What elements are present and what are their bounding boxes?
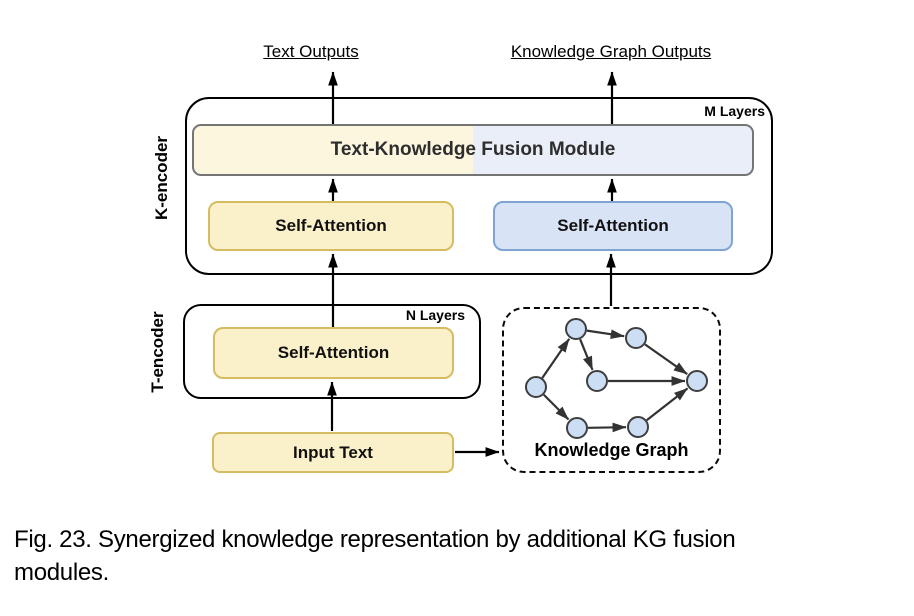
self-attention-kg-box: Self-Attention bbox=[493, 201, 733, 251]
text-outputs-label: Text Outputs bbox=[263, 42, 359, 61]
k-encoder-side-label: K-encoder bbox=[152, 135, 171, 221]
text-knowledge-fusion-module: Text-Knowledge Fusion Module bbox=[192, 124, 754, 176]
figure-caption-line2: modules. bbox=[14, 559, 109, 586]
t-encoder-self-attention-label: Self-Attention bbox=[277, 343, 390, 362]
n-layers-label: N Layers bbox=[405, 307, 465, 323]
figure-caption: Fig. 23. Synergized knowledge representa… bbox=[14, 523, 909, 589]
knowledge-graph-label: Knowledge Graph bbox=[534, 440, 689, 460]
self-attention-text-box: Self-Attention bbox=[208, 201, 454, 251]
input-text-label: Input Text bbox=[293, 442, 373, 462]
knowledge-graph-outputs-label: Knowledge Graph Outputs bbox=[510, 42, 712, 61]
input-text-box: Input Text bbox=[212, 432, 454, 473]
self-attention-text-label: Self-Attention bbox=[275, 216, 387, 235]
fusion-module-label: Text-Knowledge Fusion Module bbox=[330, 139, 616, 160]
self-attention-kg-label: Self-Attention bbox=[557, 216, 669, 235]
m-layers-label: M Layers bbox=[704, 103, 765, 119]
t-encoder-side-label: T-encoder bbox=[148, 311, 167, 393]
t-encoder-self-attention-box: Self-Attention bbox=[213, 327, 454, 379]
figure-caption-line1: Fig. 23. Synergized knowledge representa… bbox=[14, 526, 736, 553]
